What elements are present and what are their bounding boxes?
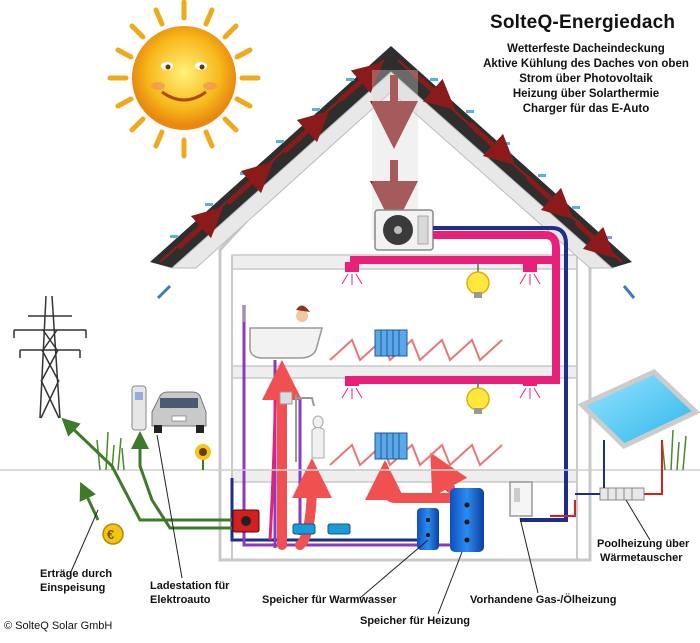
gas-oil-boiler xyxy=(509,481,533,517)
feature-1: Wetterfeste Dacheindeckung xyxy=(507,43,665,55)
label-feed-in-line1: Erträge durch xyxy=(40,568,113,580)
label-feed-in-line2: Einspeisung xyxy=(40,582,106,594)
radiator-icon xyxy=(374,329,408,460)
sunflower-icon xyxy=(195,444,211,470)
hot-water-storage-tank xyxy=(417,508,439,550)
air-inlet-arrows xyxy=(156,284,636,300)
label-pool-line2: Wärmetauscher xyxy=(600,552,683,564)
label-heating-storage: Speicher für Heizung xyxy=(360,615,471,627)
light-bulb-icon xyxy=(466,262,490,414)
floor-heating-coil xyxy=(329,338,503,467)
label-existing-heating: Vorhandene Gas-/Ölheizung xyxy=(470,594,617,606)
ceiling-vents xyxy=(341,262,541,399)
feature-3: Strom über Photovoltaik xyxy=(519,73,653,85)
air-conditioner-unit-icon xyxy=(374,209,434,251)
feature-4: Heizung über Solarthermie xyxy=(512,88,660,100)
power-pylon-icon xyxy=(13,295,87,419)
roof-airflow-arrows xyxy=(176,62,615,259)
swimming-pool-icon xyxy=(577,369,700,450)
diagram-title: SolteQ-Energiedach xyxy=(490,12,676,33)
shower-icon xyxy=(279,391,325,462)
bathtub-icon xyxy=(243,305,323,359)
copyright-notice: © SolteQ Solar GmbH xyxy=(4,620,113,632)
leader-lines xyxy=(69,434,651,615)
heating-storage-tank xyxy=(450,488,484,552)
solar-heat-flow-arrows xyxy=(262,360,468,550)
sun-icon xyxy=(107,0,261,159)
inverter-box xyxy=(232,509,260,533)
pump-units xyxy=(292,523,351,535)
grid-feed-in-arrows xyxy=(61,417,232,530)
label-hot-water-storage: Speicher für Warmwasser xyxy=(262,594,397,606)
pool-heat-exchanger-icon xyxy=(550,440,663,517)
feature-5: Charger für das E-Auto xyxy=(522,103,650,115)
ev-charger-icon xyxy=(131,385,147,431)
label-charging-line1: Ladestation für xyxy=(150,580,230,592)
euro-coin-icon: € xyxy=(102,523,124,545)
label-pool-line1: Poolheizung über xyxy=(597,538,690,550)
label-charging-line2: Elektroauto xyxy=(150,594,211,606)
feature-2: Aktive Kühlung des Daches von oben xyxy=(483,58,689,70)
svg-text:€: € xyxy=(107,527,114,542)
electric-car-icon xyxy=(151,391,207,433)
